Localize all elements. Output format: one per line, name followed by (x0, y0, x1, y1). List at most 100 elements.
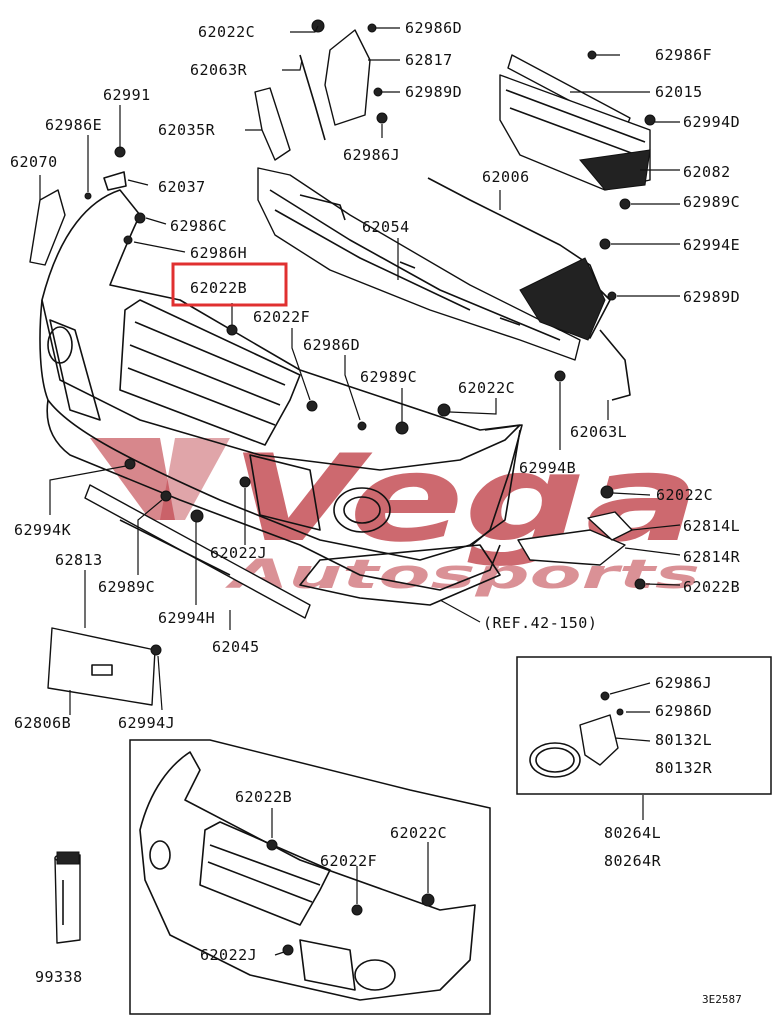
label-62986J-top: 62986J (343, 146, 400, 164)
label-62814R: 62814R (683, 548, 741, 566)
label-62022C-mid: 62022C (458, 379, 515, 397)
clip-62022B (226, 324, 238, 336)
label-62994K: 62994K (14, 521, 71, 539)
bumper-inset: 62022B 62022C 62022F 62022J (129, 739, 491, 1015)
bracket-62063R (299, 54, 326, 141)
bracket-62070 (29, 189, 66, 266)
fog-bezel-ring (529, 742, 581, 778)
label-62015: 62015 (655, 83, 703, 101)
label-62022C-top: 62022C (198, 23, 255, 41)
label-62814L: 62814L (683, 517, 740, 535)
clip-62989D-right (607, 291, 617, 301)
clip-62994H (190, 509, 204, 523)
part-62037 (103, 171, 127, 191)
label-99338: 99338 (35, 968, 83, 986)
label-62994D: 62994D (683, 113, 740, 131)
bracket-62035R (254, 87, 291, 161)
label-62082: 62082 (683, 163, 731, 181)
label-80132L: 80132L (655, 731, 712, 749)
leader-lines (39, 25, 681, 715)
label-62986D-top: 62986D (405, 19, 462, 37)
label-62989C-low: 62989C (98, 578, 155, 596)
label-80264L: 80264L (604, 824, 661, 842)
highlight-62022B (171, 262, 288, 307)
label-62022J-inset: 62022J (200, 946, 257, 964)
label-62986H: 62986H (190, 244, 247, 262)
label-62994H: 62994H (158, 609, 215, 627)
clip-62994E (599, 238, 611, 250)
label-62994E: 62994E (683, 236, 740, 254)
clip-62022J (239, 476, 251, 488)
label-62986D-box: 62986D (655, 702, 712, 720)
clip-62986E (84, 192, 92, 200)
left-fog-opening (47, 326, 73, 364)
label-62022B-highlighted: 62022B (190, 279, 247, 297)
label-62045: 62045 (212, 638, 260, 656)
right-fog-inner (343, 496, 381, 524)
label-62986E: 62986E (45, 116, 102, 134)
label-62986C: 62986C (170, 217, 227, 235)
label-62022J-mid: 62022J (210, 544, 267, 562)
label-62994J: 62994J (118, 714, 175, 732)
fog-bezel-inner (535, 747, 575, 773)
inset-grille (199, 821, 331, 926)
label-62070: 62070 (10, 153, 58, 171)
label-80264R: 80264R (604, 852, 662, 870)
label-62035R: 62035R (158, 121, 216, 139)
label-62989D-right: 62989D (683, 288, 740, 306)
inset-box-bumper (129, 739, 491, 1015)
bumper-reinforcement-62054 (257, 167, 581, 361)
clip-62989C (619, 198, 631, 210)
clip-62986D-box (616, 708, 624, 716)
fog-lamp-inset: 62986J 62986D 80132L 80132R 80264L 80264… (516, 656, 772, 870)
upper-grille-62015 (499, 54, 651, 191)
label-62022B-right: 62022B (683, 578, 740, 596)
label-62063R: 62063R (190, 61, 248, 79)
clip-62994B (554, 370, 566, 382)
label-62817: 62817 (405, 51, 453, 69)
clip-62986H (123, 235, 133, 245)
label-62054: 62054 (362, 218, 410, 236)
label-62994B: 62994B (519, 459, 576, 477)
clip-62994J (150, 644, 162, 656)
label-62022F-top: 62022F (253, 308, 310, 326)
bumper-right-corner (471, 424, 523, 546)
label-62806B: 62806B (14, 714, 71, 732)
label-62063L: 62063L (570, 423, 627, 441)
bracket-62063L (599, 329, 631, 401)
part-labels: 62022C 62986D 62063R 62817 62989D 62986F… (10, 19, 741, 732)
license-plate-bracket-62806B (47, 627, 156, 706)
label-62813: 62813 (55, 551, 103, 569)
label-62991: 62991 (103, 86, 151, 104)
label-62037: 62037 (158, 178, 206, 196)
clip-62991 (114, 146, 126, 158)
grille-emblem-area (579, 149, 651, 191)
label-62022B-inset: 62022B (235, 788, 292, 806)
grille-mesh-62006 (427, 177, 611, 341)
clip-62986C (134, 212, 146, 224)
label-ref: (REF.42-150) (483, 614, 597, 632)
left-intake (49, 319, 101, 421)
fog-bracket (579, 714, 619, 766)
label-62989C-right: 62989C (683, 193, 740, 211)
clip-62022F (306, 400, 318, 412)
clip-62986J (376, 112, 388, 124)
clip-62986D-mid (357, 421, 367, 431)
bumper-lower-lip (299, 544, 501, 606)
clip-62986J-box (600, 691, 610, 701)
bumper-front-face (39, 299, 521, 561)
upper-brackets (29, 29, 631, 401)
bumper-lower-face (46, 399, 501, 591)
fasteners (84, 19, 656, 656)
inset-box-fog (516, 656, 772, 795)
side-brackets-62814 (517, 511, 633, 566)
right-fog-opening (333, 487, 391, 533)
clip-62986F (587, 50, 597, 60)
touchup-paint-99338: 99338 (35, 851, 83, 986)
label-62006: 62006 (482, 168, 530, 186)
bracket-62817 (324, 29, 371, 126)
clip-62989C-low (160, 490, 172, 502)
clip-62994D (644, 114, 656, 126)
label-62022C-inset: 62022C (390, 824, 447, 842)
label-62986D-mid: 62986D (303, 336, 360, 354)
